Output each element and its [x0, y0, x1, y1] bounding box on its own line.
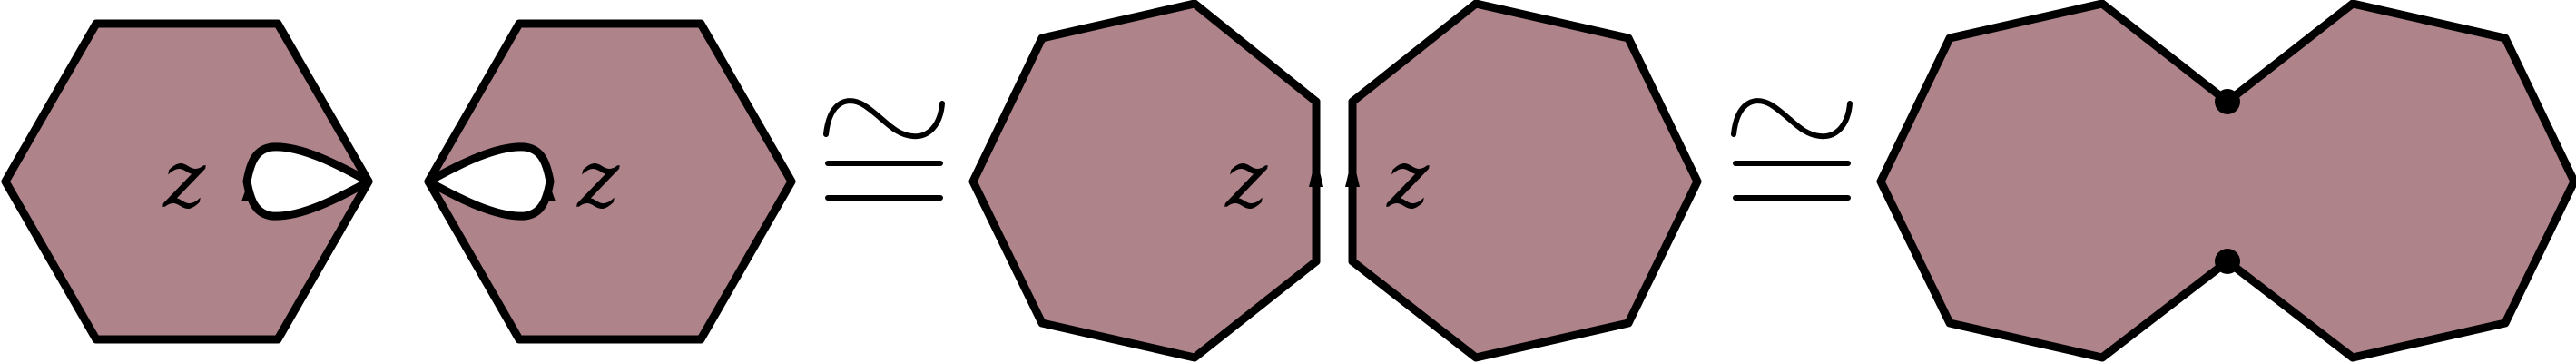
relation-symbol-2: ≅: [1731, 98, 1853, 201]
label-z-3: z: [1224, 132, 1268, 226]
label-z-4: z: [1386, 132, 1430, 226]
hexagon-left-loop: [242, 142, 373, 221]
label-z-2: z: [576, 132, 620, 226]
heptagon-left-edge-arrow: [1309, 156, 1323, 187]
hexagon-left: z: [1, 19, 373, 344]
merged-polygon: [1876, 0, 2576, 362]
hexagon-left-loop-arrow: [241, 183, 254, 201]
hexagon-right-loop-arrow: [543, 183, 556, 201]
heptagon-right-edge-arrow: [1345, 156, 1360, 187]
relation-2-tilde: [1731, 98, 1853, 140]
heptagon-left: z: [968, 0, 1323, 362]
relation-symbol-1: ≅: [823, 98, 945, 201]
merged-polygon-bottom-vertex: [2215, 249, 2240, 274]
hexagon-right: z: [424, 19, 796, 344]
label-z-1: z: [162, 132, 206, 226]
heptagon-right-body: [1348, 0, 1702, 362]
merged-polygon-body: [1876, 0, 2576, 362]
merged-polygon-top-vertex: [2215, 89, 2240, 114]
hexagon-right-body: [424, 19, 796, 344]
heptagon-right: z: [1345, 0, 1702, 362]
hexagon-right-loop: [424, 142, 555, 221]
relation-1-tilde: [823, 98, 945, 140]
